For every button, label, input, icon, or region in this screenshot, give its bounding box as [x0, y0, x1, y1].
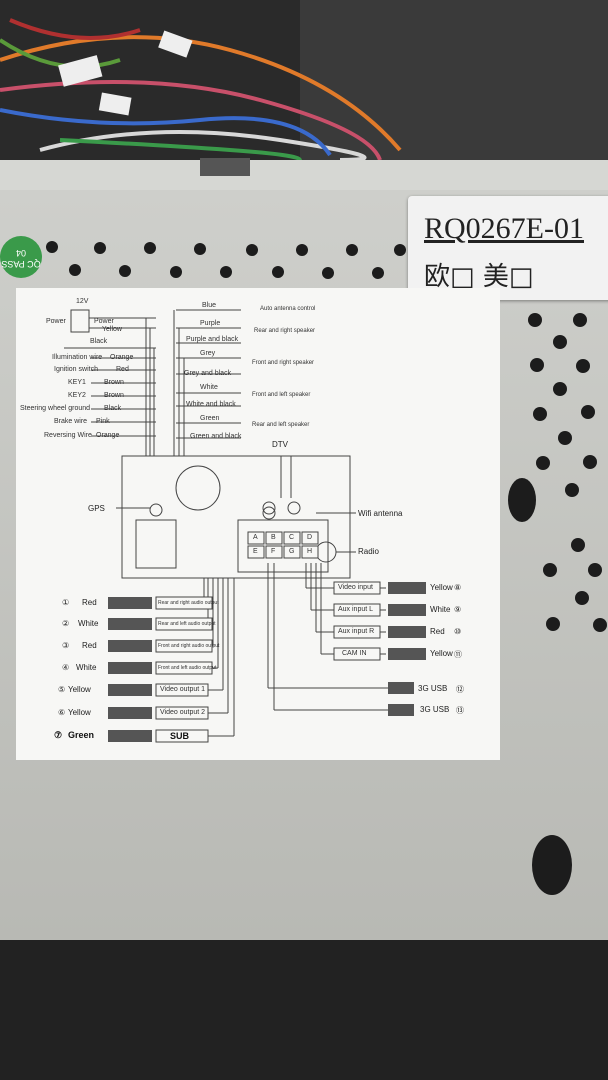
output-desc: Front and right audio output	[158, 643, 220, 649]
port-label: C	[289, 534, 295, 541]
power-label-2: Power	[94, 318, 114, 325]
speaker-wire-desc: Front and right speaker	[252, 360, 315, 366]
power-label: Power	[46, 318, 66, 325]
wire-bundle	[0, 18, 402, 162]
wire-color: Black	[104, 405, 122, 412]
output-desc: Rear and left audio output	[158, 621, 216, 627]
model-label	[408, 196, 608, 300]
region-checkboxes: 欧□ 美□	[424, 262, 534, 292]
output-desc: SUB	[170, 731, 190, 741]
output-color: Red	[82, 641, 97, 650]
input-desc: Aux input L	[338, 606, 374, 613]
wire-color: Orange	[96, 432, 120, 439]
wire-color: Brown	[104, 392, 124, 399]
output-num: ③	[62, 641, 70, 650]
speaker-wire-desc: Rear and left speaker	[252, 422, 310, 428]
wire-color: Orange	[110, 354, 134, 361]
output-desc: Rear and right audio output	[158, 600, 219, 606]
output-num: ⑥	[58, 708, 66, 717]
wire-color: Brown	[104, 379, 124, 386]
speaker-wire-color: Grey	[200, 350, 216, 357]
input-num: ⑨	[454, 605, 462, 614]
dtv-label: DTV	[272, 440, 288, 449]
input-desc: Video input	[338, 584, 373, 591]
power-black: Black	[90, 338, 108, 345]
output-desc: Video output 2	[160, 709, 206, 716]
power-12v: 12V	[76, 298, 89, 305]
output-num: ①	[62, 598, 70, 607]
power-yellow: Yellow	[102, 326, 122, 333]
port-label: G	[289, 548, 295, 555]
port-label: A	[253, 534, 258, 541]
model-code: RQ0267E-01	[424, 212, 584, 245]
speaker-wire-color: Green	[200, 415, 220, 422]
port-label: F	[271, 548, 276, 555]
usb-label: 3G USB	[418, 684, 448, 693]
speaker-wire-desc: Auto antenna control	[260, 306, 316, 312]
wire-color: Pink	[96, 418, 110, 425]
output-num: ⑦	[54, 730, 63, 740]
speaker-wire-color: Green and black	[190, 433, 242, 440]
wire-name: Steering wheel ground	[20, 405, 91, 412]
input-color: Yellow	[430, 649, 453, 658]
input-desc: Aux input R	[338, 628, 375, 635]
input-color: Yellow	[430, 583, 453, 592]
output-desc: Front and left audio output	[158, 665, 217, 671]
output-color: White	[78, 619, 99, 628]
input-num: ⑪	[454, 650, 462, 659]
port-label: E	[253, 548, 258, 555]
input-color: Red	[430, 627, 445, 636]
wire-name: Reversing Wire	[44, 432, 92, 439]
speaker-wire-color: Grey and black	[184, 370, 232, 377]
input-desc: CAM IN	[342, 650, 367, 657]
gps-label: GPS	[88, 504, 105, 513]
input-num: ⑩	[454, 627, 462, 636]
usb-num: ⑫	[456, 685, 464, 694]
wire-color: Red	[116, 366, 129, 373]
port-label: H	[307, 548, 313, 555]
wire-name: Ignition switch	[54, 366, 98, 373]
speaker-wire-desc: Front and left speaker	[252, 392, 311, 398]
usb-label: 3G USB	[420, 705, 450, 714]
output-color: Green	[68, 730, 95, 740]
wire-name: KEY2	[68, 392, 86, 399]
speaker-wire-desc: Rear and right speaker	[254, 328, 316, 334]
output-color: White	[76, 663, 97, 672]
wire-name: Brake wire	[54, 418, 88, 425]
output-num: ②	[62, 619, 70, 628]
diagram-lines	[64, 309, 426, 743]
output-color: Yellow	[68, 685, 91, 694]
speaker-wire-color: White	[200, 384, 218, 391]
wire-name: Illumination wire	[52, 354, 103, 361]
wifi-label: Wifi antenna	[358, 509, 403, 518]
wire-name: KEY1	[68, 379, 86, 386]
speaker-wire-color: Purple	[200, 320, 221, 327]
usb-num: ⑬	[456, 706, 464, 715]
speaker-wire-color: Purple and black	[186, 336, 239, 343]
input-num: ⑧	[454, 583, 462, 592]
output-desc: Video output 1	[160, 686, 206, 693]
wiring-diagram: 12V Power Power Yellow Black Illuminatio…	[16, 288, 500, 760]
output-num: ④	[62, 663, 70, 672]
output-color: Red	[82, 598, 97, 607]
speaker-wire-color: White and black	[186, 401, 236, 408]
port-label: D	[307, 534, 313, 541]
speaker-wire-color: Blue	[202, 302, 217, 309]
output-color: Yellow	[68, 708, 91, 717]
qc-pass-sticker: QC PASS 04	[0, 236, 42, 278]
output-num: ⑤	[58, 685, 66, 694]
input-color: White	[430, 605, 451, 614]
port-label: B	[271, 534, 276, 541]
radio-label: Radio	[358, 547, 379, 556]
